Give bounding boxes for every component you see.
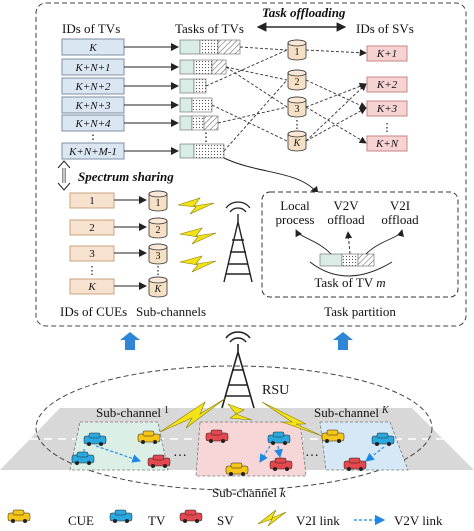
v2v-offload-line1: V2V bbox=[333, 198, 359, 213]
legend: CUE TV SV V2I link V2V link bbox=[7, 509, 443, 528]
cue-car bbox=[225, 462, 249, 476]
subchannels-label: Sub-channels bbox=[136, 304, 206, 319]
sv-car bbox=[343, 457, 367, 471]
cue-id-ellipsis: ⋮ bbox=[87, 265, 98, 277]
task-offloading-title: Task offloading bbox=[262, 5, 346, 20]
lightning-bolts bbox=[177, 197, 217, 273]
server-list: 1 2 3 ⋮ K bbox=[287, 39, 307, 152]
ids-svs-title: IDs of SVs bbox=[356, 21, 414, 36]
sv-id-list: K+1 K+2 K+3 ⋮ K+N bbox=[366, 45, 408, 152]
task-partition-box bbox=[261, 191, 459, 298]
zone-ellipsis: … bbox=[305, 445, 319, 460]
server-id: 2 bbox=[295, 77, 300, 88]
partition-task-bar bbox=[319, 253, 375, 267]
legend-cue-label: CUE bbox=[68, 513, 94, 528]
legend-v2v-label: V2V link bbox=[394, 513, 443, 528]
tv-id-label: K bbox=[88, 42, 97, 54]
sv-car bbox=[205, 429, 229, 443]
tv-to-task-arrows bbox=[124, 43, 179, 155]
partition-arrow bbox=[223, 157, 319, 195]
sv-id-label: K+2 bbox=[376, 79, 398, 91]
subchannel-id: 2 bbox=[156, 225, 161, 236]
cue-id-label: 2 bbox=[89, 222, 95, 234]
local-process-line1: Local bbox=[280, 198, 310, 213]
tv-id-list: K K+N+1 K+N+2 K+N+3 K+N+4 ⋮ K+N+M-1 bbox=[61, 38, 125, 160]
spectrum-double-arrow bbox=[57, 160, 71, 191]
up-arrows bbox=[120, 332, 353, 350]
cue-car bbox=[137, 430, 161, 444]
task-of-tv-label: Task of TV m bbox=[314, 275, 385, 290]
local-process-line2: process bbox=[276, 212, 315, 227]
legend-sv-icon bbox=[179, 509, 203, 523]
rsu-tower-icon bbox=[221, 331, 255, 409]
offloading-links bbox=[205, 46, 367, 152]
subchannel-list: 1 2 3 ⋮ K bbox=[148, 190, 168, 298]
sv-id-label: K+3 bbox=[376, 103, 398, 115]
sv-car bbox=[147, 454, 171, 468]
server-id: K bbox=[293, 138, 302, 149]
v2v-links bbox=[83, 445, 385, 463]
sv-id-label: K+1 bbox=[376, 48, 397, 60]
sv-id-box bbox=[366, 45, 408, 62]
tv-id-label: K+N+4 bbox=[74, 118, 111, 130]
server-id: 3 bbox=[295, 104, 300, 115]
legend-v2i-label: V2I link bbox=[296, 513, 340, 528]
server-ellipsis: ⋮ bbox=[292, 119, 303, 131]
spectrum-sharing-title: Spectrum sharing bbox=[78, 169, 174, 184]
tv-car bbox=[71, 451, 95, 465]
subchannel-ellipsis: ⋮ bbox=[153, 265, 164, 277]
vehicles bbox=[71, 429, 395, 476]
tv-id-label: K+N+3 bbox=[74, 100, 111, 112]
legend-v2i-icon bbox=[257, 509, 287, 527]
cue-id-list: 1 2 3 ⋮ K bbox=[69, 192, 115, 295]
legend-cue-icon bbox=[7, 509, 31, 523]
tv-id-label: K+N+1 bbox=[74, 62, 110, 74]
ids-cues-label: IDs of CUEs bbox=[60, 304, 127, 319]
v2i-links bbox=[159, 397, 323, 437]
cue-id-label: K bbox=[87, 281, 96, 293]
task-ellipsis: ⋮ bbox=[200, 130, 212, 144]
task-partition-caption: Task partition bbox=[324, 304, 396, 319]
sv-id-ellipsis: ⋮ bbox=[382, 122, 393, 134]
v2i-offload-line1: V2I bbox=[390, 198, 410, 213]
sv-car bbox=[269, 457, 293, 471]
tasks-tvs-title: Tasks of TVs bbox=[175, 21, 244, 36]
sv-id-box bbox=[366, 100, 408, 117]
sv-id-label: K+N bbox=[375, 138, 399, 150]
cue-to-channel-arrows bbox=[114, 196, 147, 290]
subchannel-id: K bbox=[154, 284, 163, 295]
tv-id-label: K+N+2 bbox=[74, 81, 111, 93]
rsu-label: RSU bbox=[262, 383, 289, 398]
zone-ellipsis: … bbox=[173, 445, 187, 460]
tv-id-label: K+N+M-1 bbox=[68, 146, 117, 158]
cue-car bbox=[321, 429, 345, 443]
legend-tv-icon bbox=[109, 509, 133, 523]
legend-tv-label: TV bbox=[148, 513, 166, 528]
legend-sv-label: SV bbox=[217, 513, 234, 528]
cue-id-label: 3 bbox=[89, 248, 95, 260]
v2v-offload-line2: offload bbox=[327, 212, 365, 227]
cue-id-label: 1 bbox=[89, 195, 95, 207]
sv-id-box bbox=[366, 76, 408, 93]
base-station-icon bbox=[223, 201, 253, 283]
tv-car bbox=[267, 431, 291, 445]
rsu-coverage-area bbox=[35, 365, 433, 491]
task-bars bbox=[179, 39, 241, 159]
subchannel-id: 3 bbox=[156, 251, 161, 262]
tv-car bbox=[83, 432, 107, 446]
tv-car bbox=[371, 432, 395, 446]
subchannel-id: 1 bbox=[156, 198, 161, 209]
partition-arrows bbox=[295, 229, 404, 277]
sv-id-box bbox=[366, 135, 408, 152]
ids-tvs-title: IDs of TVs bbox=[62, 21, 120, 36]
server-id: 1 bbox=[295, 47, 300, 58]
v2i-offload-line2: offload bbox=[381, 212, 419, 227]
